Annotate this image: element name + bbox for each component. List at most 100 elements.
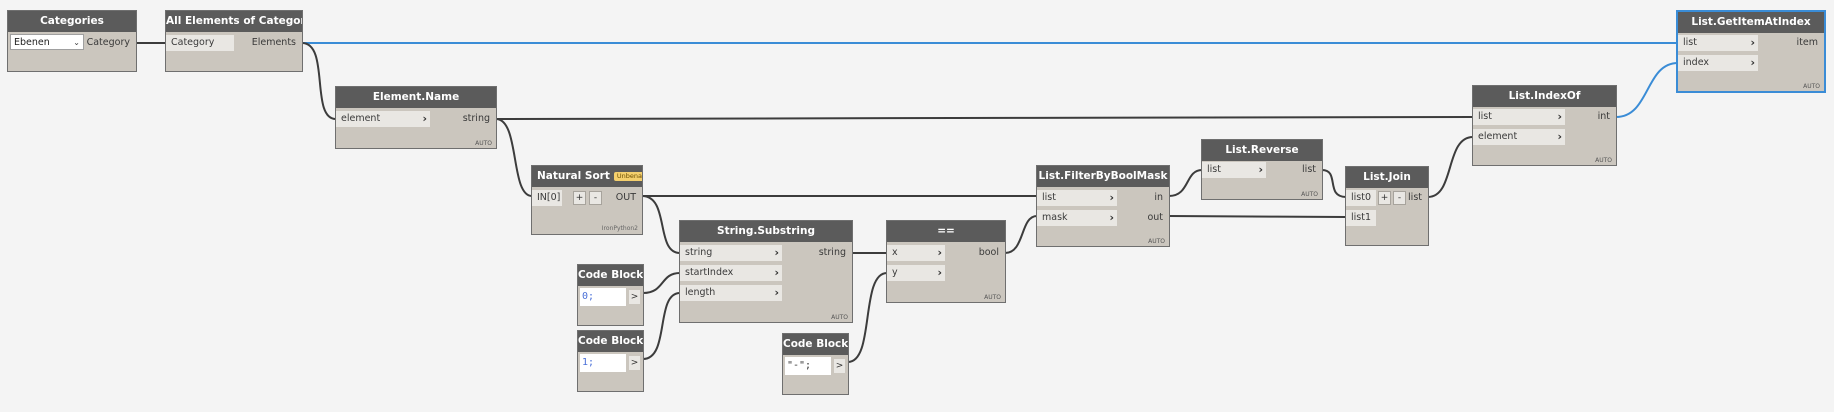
getitem-index-input-port[interactable]: index ›	[1678, 55, 1758, 71]
equals-node[interactable]: == x › y › bool AUTO	[887, 221, 1005, 302]
chevron-right-icon: ›	[1109, 191, 1114, 204]
lacing-indicator: AUTO	[475, 140, 492, 147]
string-input-port[interactable]: string ›	[680, 245, 782, 261]
category-output-port[interactable]: Category	[86, 37, 130, 48]
out-output-port[interactable]: OUT	[615, 192, 636, 203]
filter-by-bool-mask-node[interactable]: List.FilterByBoolMask list › mask › in o…	[1037, 166, 1169, 246]
list-indexof-title: List.IndexOf	[1473, 86, 1616, 107]
natural-sort-node[interactable]: Natural SortUnbenannt IN[0] + - OUT Iron…	[532, 166, 642, 234]
string-output-port[interactable]: string	[462, 113, 490, 124]
list0-input-port[interactable]: list0	[1346, 190, 1376, 206]
wire-cb3-to-y[interactable]	[847, 272, 888, 363]
string-substring-node[interactable]: String.Substring string › startIndex › l…	[680, 221, 852, 322]
string-substring-title: String.Substring	[680, 221, 852, 242]
all-elements-node[interactable]: All Elements of Category Category Elemen…	[166, 11, 302, 71]
mask-input-label: mask	[1042, 212, 1068, 223]
indexof-list-input-port[interactable]: list ›	[1473, 109, 1565, 125]
wire-cb1-to-startindex[interactable]	[642, 272, 681, 294]
list-reverse-title: List.Reverse	[1202, 140, 1322, 161]
wire-string-to-natsort[interactable]	[495, 118, 533, 197]
mask-input-port[interactable]: mask ›	[1037, 210, 1117, 226]
element-input-label: element	[341, 113, 381, 124]
list-getitematindex-node[interactable]: List.GetItemAtIndex list › index › item …	[1678, 12, 1824, 91]
code-block-2-output-port[interactable]: >	[629, 356, 640, 370]
code-block-3-node[interactable]: Code Block "-"; >	[783, 334, 848, 394]
code-block-1-title: Code Block	[578, 265, 643, 286]
getitem-list-input-port[interactable]: list ›	[1678, 35, 1758, 51]
wire-cb2-to-length[interactable]	[642, 292, 681, 360]
x-input-port[interactable]: x ›	[887, 245, 945, 261]
chevron-down-icon: ⌄	[73, 38, 80, 47]
startindex-input-port[interactable]: startIndex ›	[680, 265, 782, 281]
x-input-label: x	[892, 247, 898, 258]
filter-list-input-label: list	[1042, 192, 1056, 203]
all-elements-category-input[interactable]: Category	[166, 35, 234, 51]
wire-reverse-to-list0[interactable]	[1321, 169, 1347, 198]
wire-int-to-index[interactable]	[1615, 62, 1679, 118]
chevron-right-icon: ›	[1557, 130, 1562, 143]
category-dropdown[interactable]: Ebenen ⌄	[10, 34, 84, 50]
element-name-node-title: Element.Name	[336, 87, 496, 108]
out-output-port[interactable]: out	[1147, 212, 1163, 223]
filter-list-input-port[interactable]: list ›	[1037, 190, 1117, 206]
wire-in-to-reverse[interactable]	[1168, 169, 1203, 197]
lacing-indicator: AUTO	[984, 294, 1001, 301]
code-block-2-node[interactable]: Code Block 1; >	[578, 331, 643, 391]
code-block-1-output-port[interactable]: >	[629, 290, 640, 304]
categories-node[interactable]: Categories Ebenen ⌄ Category	[8, 11, 136, 71]
add-input-button[interactable]: +	[573, 191, 586, 205]
code-block-3-editor[interactable]: "-";	[785, 357, 831, 375]
chevron-right-icon: ›	[1750, 36, 1755, 49]
element-name-node[interactable]: Element.Name element › string AUTO	[336, 87, 496, 148]
reverse-list-output-port[interactable]: list	[1302, 164, 1316, 175]
indexof-element-input-port[interactable]: element ›	[1473, 129, 1565, 145]
add-input-button[interactable]: +	[1378, 191, 1391, 205]
code-block-3-title: Code Block	[783, 334, 848, 355]
in0-input-port[interactable]: IN[0]	[532, 190, 562, 206]
chevron-right-icon: ›	[937, 246, 942, 259]
remove-input-button[interactable]: -	[1393, 191, 1406, 205]
length-input-label: length	[685, 287, 716, 298]
wire-out-to-list1[interactable]	[1168, 215, 1347, 218]
y-input-port[interactable]: y ›	[887, 265, 945, 281]
in-output-port[interactable]: in	[1154, 192, 1163, 203]
startindex-input-label: startIndex	[685, 267, 734, 278]
code-block-3-output-port[interactable]: >	[834, 359, 845, 373]
wire-out-to-substring[interactable]	[641, 195, 681, 254]
list1-input-port[interactable]: list1	[1346, 210, 1376, 226]
getitem-index-input-label: index	[1683, 57, 1709, 68]
script-name-badge: Unbenannt	[613, 172, 642, 181]
int-output-port[interactable]: int	[1597, 111, 1610, 122]
code-block-2-editor[interactable]: 1;	[580, 354, 626, 372]
wire-string-to-indexof-list[interactable]	[495, 116, 1474, 120]
remove-input-button[interactable]: -	[589, 191, 602, 205]
chevron-right-icon: ›	[1750, 56, 1755, 69]
wire-elements-to-element[interactable]	[301, 42, 337, 120]
indexof-list-input-label: list	[1478, 111, 1492, 122]
join-list-output-port[interactable]: list	[1408, 192, 1422, 203]
all-elements-node-title: All Elements of Category	[166, 11, 302, 32]
list-reverse-node[interactable]: List.Reverse list › list AUTO	[1202, 140, 1322, 199]
elements-output-port[interactable]: Elements	[251, 37, 296, 48]
chevron-right-icon: ›	[1258, 163, 1263, 176]
chevron-right-icon: ›	[774, 286, 779, 299]
length-input-port[interactable]: length ›	[680, 285, 782, 301]
string-input-label: string	[685, 247, 713, 258]
wire-bool-to-mask[interactable]	[1004, 215, 1038, 254]
reverse-list-input-port[interactable]: list ›	[1202, 162, 1266, 178]
list-indexof-node[interactable]: List.IndexOf list › element › int AUTO	[1473, 86, 1616, 165]
natural-sort-node-title: Natural SortUnbenannt	[532, 166, 642, 187]
item-output-port[interactable]: item	[1796, 37, 1818, 48]
element-input-port[interactable]: element ›	[336, 111, 430, 127]
chevron-right-icon: ›	[422, 112, 427, 125]
list-join-node[interactable]: List.Join list0 + - list1 list	[1346, 167, 1428, 245]
chevron-right-icon: ›	[774, 246, 779, 259]
list-getitematindex-title: List.GetItemAtIndex	[1678, 12, 1824, 33]
wire-join-to-element[interactable]	[1427, 136, 1474, 198]
code-block-1-editor[interactable]: 0;	[580, 288, 626, 306]
code-block-1-node[interactable]: Code Block 0; >	[578, 265, 643, 325]
bool-output-port[interactable]: bool	[978, 247, 999, 258]
substring-output-port[interactable]: string	[818, 247, 846, 258]
natural-sort-engine-label: IronPython2	[601, 225, 638, 232]
